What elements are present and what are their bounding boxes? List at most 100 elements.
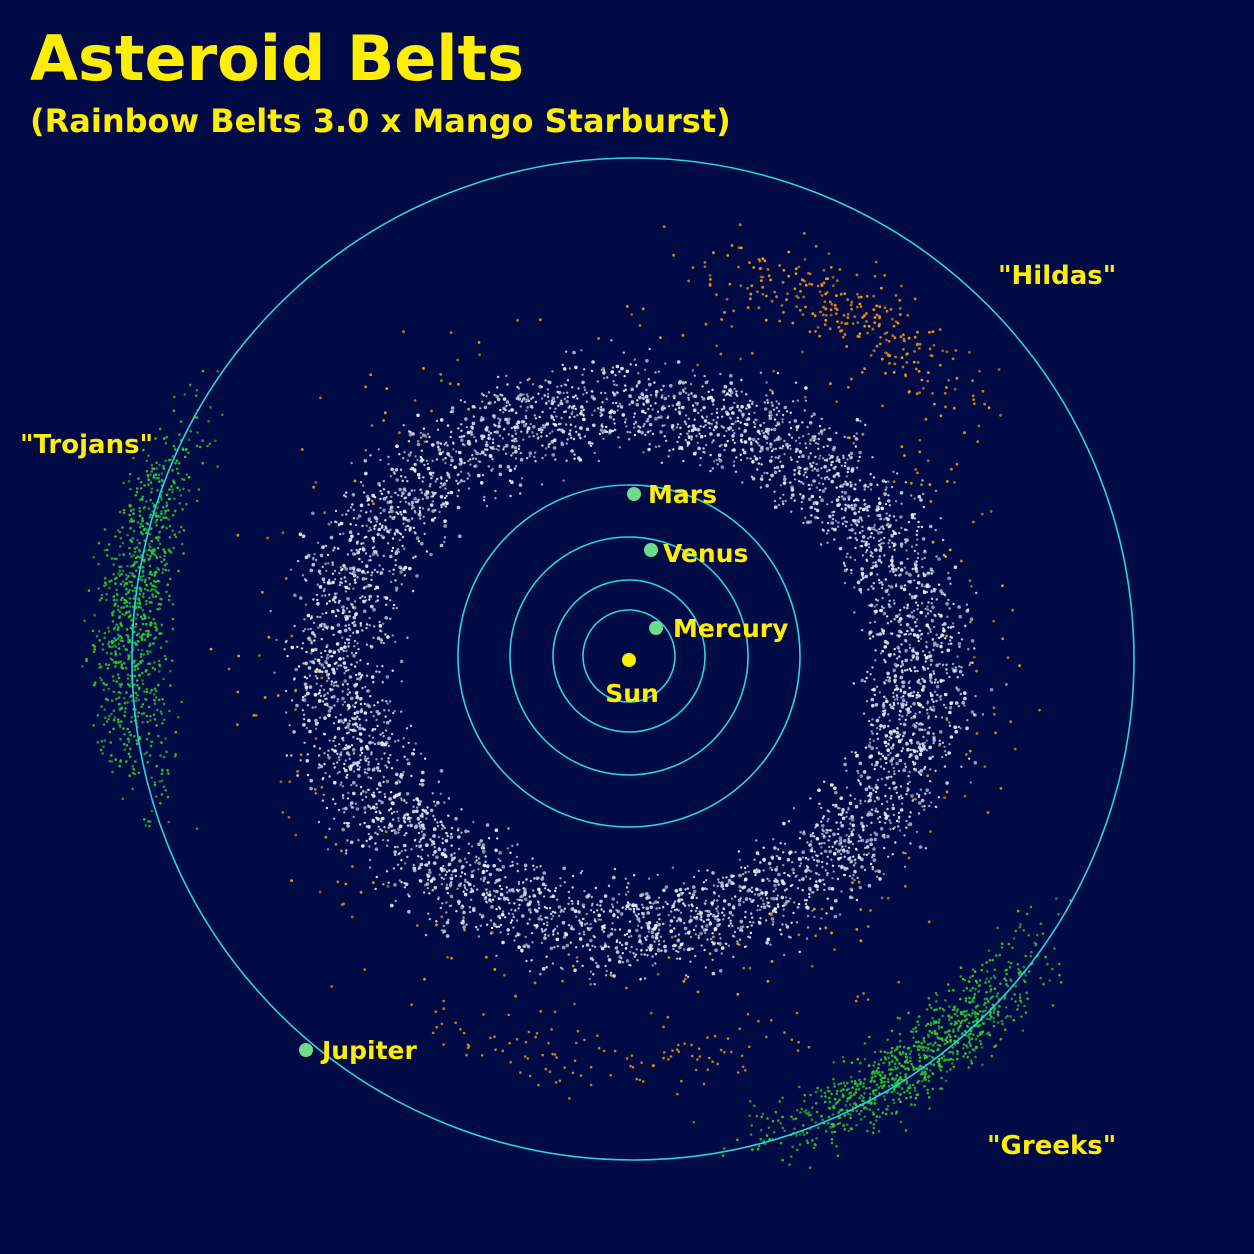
main-belt-asteroid [736, 404, 739, 407]
main-belt-asteroid [798, 455, 801, 459]
main-belt-asteroid [370, 751, 373, 754]
main-belt-asteroid [550, 912, 553, 916]
main-belt-asteroid [431, 792, 434, 795]
main-belt-asteroid [756, 904, 760, 907]
main-belt-asteroid [835, 431, 838, 435]
main-belt-asteroid [284, 640, 288, 644]
main-belt-asteroid [581, 903, 585, 907]
main-belt-asteroid [814, 507, 817, 511]
main-belt-asteroid [295, 703, 299, 708]
main-belt-asteroid [378, 670, 381, 674]
main-belt-asteroid [896, 698, 899, 701]
main-belt-asteroid [469, 463, 472, 466]
main-belt-asteroid [366, 689, 370, 693]
main-belt-asteroid [657, 939, 661, 943]
main-belt-asteroid [725, 876, 728, 879]
main-belt-asteroid [513, 902, 516, 905]
main-belt-asteroid [716, 407, 719, 411]
main-belt-asteroid [828, 849, 832, 854]
main-belt-asteroid [778, 454, 781, 458]
main-belt-asteroid [898, 629, 902, 634]
main-belt-asteroid [470, 889, 475, 893]
main-belt-asteroid [807, 457, 810, 460]
main-belt-asteroid [534, 909, 539, 913]
main-belt-asteroid [412, 752, 415, 756]
main-belt-asteroid [409, 823, 413, 828]
main-belt-asteroid [483, 453, 486, 456]
main-belt-asteroid [873, 678, 876, 681]
main-belt-asteroid [507, 433, 510, 436]
main-belt-asteroid [884, 816, 888, 820]
main-belt-asteroid [441, 823, 444, 827]
main-belt-asteroid [376, 570, 379, 574]
main-belt-asteroid [804, 467, 809, 471]
main-belt-asteroid [359, 596, 362, 600]
main-belt-asteroid [537, 917, 541, 921]
main-belt-asteroid [960, 638, 964, 641]
main-belt-asteroid [344, 567, 349, 571]
main-belt-asteroid [596, 380, 599, 383]
main-belt-asteroid [513, 440, 516, 443]
main-belt-asteroid [399, 510, 402, 514]
main-belt-asteroid [304, 685, 309, 690]
main-belt-asteroid [738, 427, 741, 430]
main-belt-asteroid [736, 416, 739, 419]
main-belt-asteroid [859, 774, 864, 778]
main-belt-asteroid [367, 529, 370, 533]
main-belt-asteroid [324, 669, 329, 674]
main-belt-asteroid [348, 610, 351, 613]
main-belt-asteroid [788, 874, 791, 878]
main-belt-asteroid [880, 752, 883, 756]
main-belt-asteroid [315, 593, 319, 596]
main-belt-asteroid [438, 510, 441, 514]
main-belt-asteroid [871, 868, 874, 871]
main-belt-asteroid [690, 435, 693, 438]
main-belt-asteroid [416, 501, 419, 504]
main-belt-asteroid [495, 430, 500, 434]
main-belt-asteroid [371, 741, 374, 744]
main-belt-asteroid [848, 529, 851, 532]
main-belt-asteroid [893, 602, 896, 605]
main-belt-asteroid [412, 799, 416, 802]
main-belt-asteroid [518, 483, 523, 487]
main-belt-asteroid [439, 769, 444, 773]
main-belt-asteroid [885, 486, 888, 489]
main-belt-asteroid [420, 783, 425, 787]
main-belt-asteroid [514, 437, 517, 440]
main-belt-asteroid [360, 542, 363, 545]
main-belt-asteroid [895, 684, 898, 687]
main-belt-asteroid [762, 431, 765, 435]
main-belt-asteroid [448, 869, 451, 872]
main-belt-asteroid [707, 421, 710, 425]
main-belt-asteroid [840, 507, 844, 511]
main-belt-asteroid [602, 437, 605, 441]
main-belt-asteroid [781, 904, 785, 908]
main-belt-asteroid [366, 499, 369, 502]
main-belt-asteroid [459, 470, 463, 473]
main-belt-asteroid [375, 709, 380, 714]
main-belt-asteroid [773, 883, 777, 888]
main-belt-asteroid [771, 392, 774, 395]
main-belt-asteroid [481, 473, 485, 477]
main-belt-asteroid [823, 849, 828, 854]
main-belt-asteroid [286, 654, 289, 658]
main-belt-asteroid [404, 476, 407, 479]
main-belt-asteroid [463, 872, 467, 876]
main-belt-asteroid [652, 927, 656, 931]
main-belt-asteroid [585, 391, 588, 394]
main-belt-asteroid [324, 771, 327, 775]
main-belt-asteroid [332, 670, 336, 675]
main-belt-asteroid [621, 961, 625, 964]
main-belt-asteroid [721, 408, 724, 411]
main-belt-asteroid [551, 894, 555, 899]
main-belt-asteroid [402, 737, 405, 740]
main-belt-asteroid [333, 569, 337, 573]
main-belt-asteroid [776, 894, 780, 897]
main-belt-asteroid [341, 696, 345, 701]
main-belt-asteroid [932, 732, 935, 735]
main-belt-asteroid [614, 374, 617, 377]
main-belt-asteroid [678, 379, 683, 384]
main-belt-asteroid [798, 879, 801, 882]
main-belt-asteroid [906, 557, 909, 561]
main-belt-asteroid [537, 903, 541, 906]
